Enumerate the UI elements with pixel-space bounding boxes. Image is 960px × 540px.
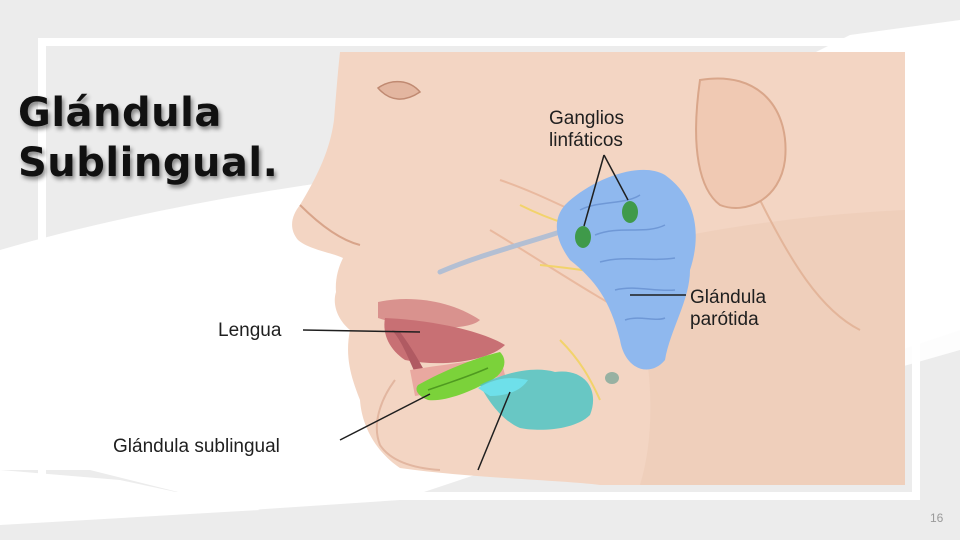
label-ganglios-line-2: linfáticos (549, 130, 623, 151)
image-frame (38, 38, 920, 500)
label-lengua: Lengua (218, 320, 282, 341)
page-number: 16 (930, 511, 944, 525)
tongue (384, 318, 505, 364)
neck-area (620, 210, 905, 485)
title-line-1: Glándula (18, 90, 222, 136)
label-glandula-sublingual: Glándula sublingual (113, 436, 280, 457)
label-ganglios-linfaticos: Ganglios linfáticos (549, 108, 624, 152)
label-glandula-parotida: Glándula parótida (690, 287, 766, 331)
slide-title: Glándula Sublingual. (18, 88, 318, 188)
lymph-node (575, 226, 591, 248)
ear (695, 77, 787, 209)
label-parotida-line-1: Glándula (690, 287, 767, 308)
lymph-node (622, 201, 638, 223)
sublingual-gland (416, 352, 505, 401)
title-line-2: Sublingual. (18, 140, 279, 186)
leader-lines (302, 154, 686, 471)
eye (376, 80, 422, 100)
label-ganglios-line-1: Ganglios (549, 108, 624, 129)
parotid-duct (437, 229, 563, 275)
label-parotida-line-2: parótida (690, 309, 759, 330)
